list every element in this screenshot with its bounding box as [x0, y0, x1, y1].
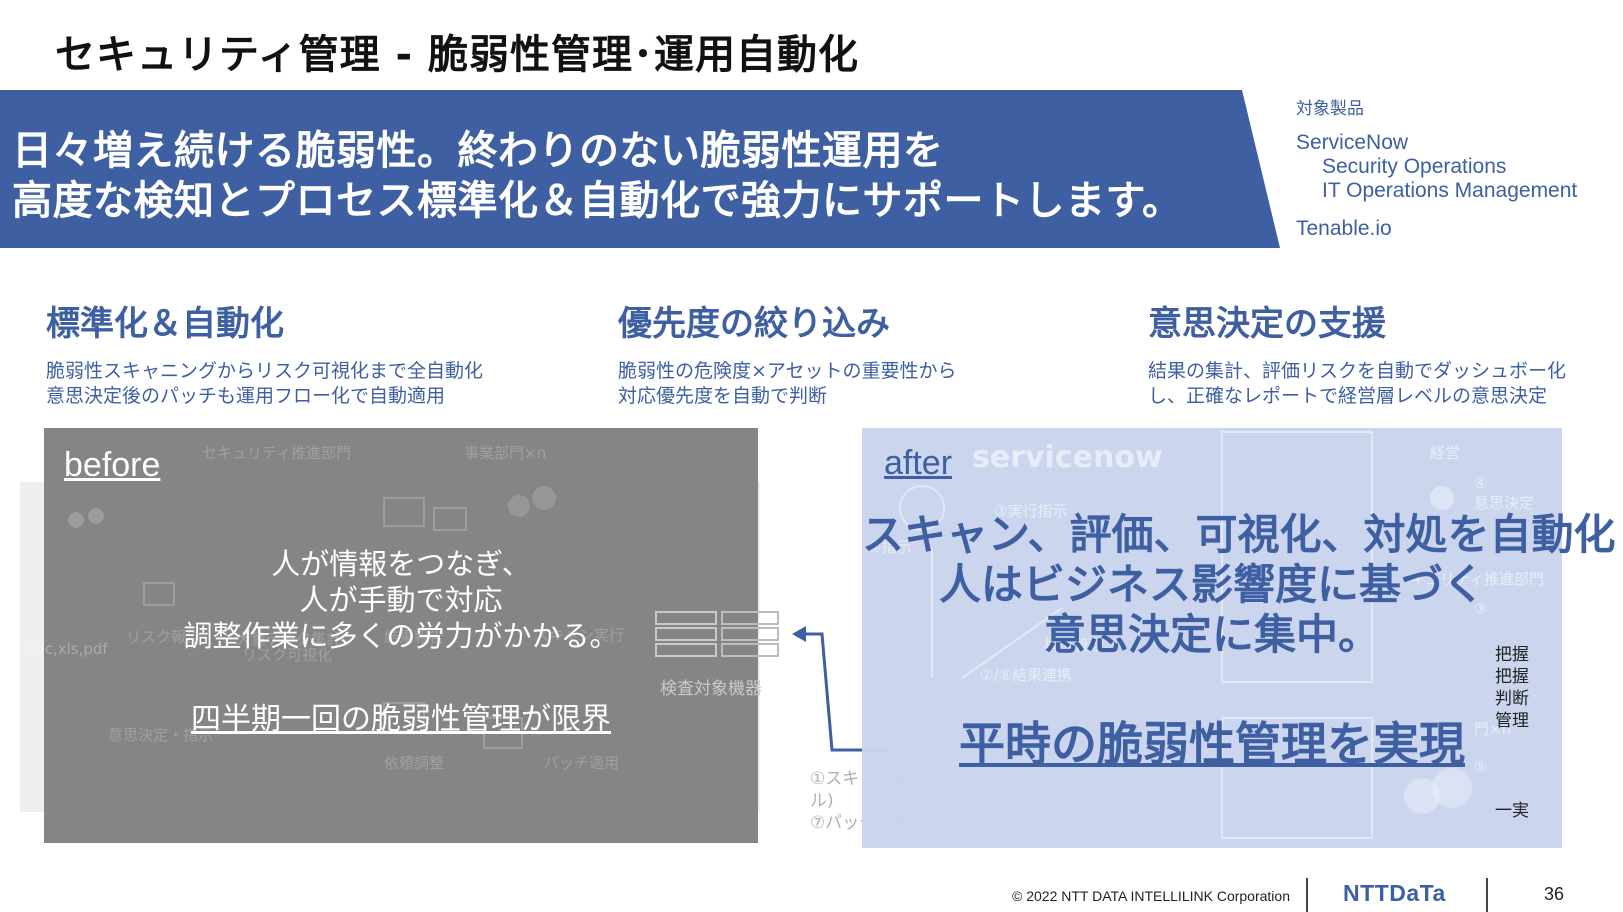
after-panel: servicenow after 経営 ⑥指示 ③実行指示 構成管理 ②/⑧結果… [862, 428, 1616, 848]
ghost-label: 経営 [1430, 444, 1461, 462]
ghost-label: 大量データ集計 [236, 630, 342, 648]
ghost-label: ③実行指示 [994, 502, 1068, 520]
ghost-label: ⑥指示 [868, 538, 912, 556]
product-it-operations: IT Operations Management [1322, 179, 1578, 202]
after-side-label: 把握 [1495, 667, 1529, 687]
before-limit-message: 四半期一回の脆弱性管理が限界 [191, 702, 611, 737]
before-message-line: 人が手動で対応 [299, 583, 503, 617]
ghost-label: 意思決定 [1474, 494, 1535, 512]
after-message-line: 意思決定に集中。 [1043, 610, 1380, 659]
slide-title: セキュリティ管理 - 脆弱性管理･運用自動化 [55, 32, 860, 78]
feature-desc-line: 結果の集計、評価リスクを自動でダッシュボー化 [1148, 360, 1567, 382]
product-servicenow: ServiceNow [1296, 131, 1409, 154]
after-side-label: 把握 [1495, 645, 1529, 665]
ghost-label: 構成管理 [1044, 636, 1105, 654]
headline-banner: 日々増え続ける脆弱性。終わりのない脆弱性運用を 高度な検知とプロセス標準化＆自動… [0, 90, 1280, 248]
after-message-line: 人はビジネス影響度に基づく [938, 560, 1485, 609]
products-label: 対象製品 [1296, 99, 1364, 118]
feature-title: 意思決定の支援 [1148, 304, 1386, 344]
feature-title: 優先度の絞り込み [618, 304, 890, 344]
device-label: 検査対象機器 [660, 679, 762, 699]
product-tenable: Tenable.io [1296, 217, 1392, 240]
ghost-label: ④ [1474, 474, 1488, 492]
after-diagram-icons [899, 431, 1472, 839]
feature-desc-line: 意思決定後のパッチも運用フロー化で自動適用 [46, 385, 446, 407]
servicenow-logo-ghost: servicenow [972, 440, 1163, 475]
after-realize-message: 平時の脆弱性管理を実現 [959, 717, 1465, 771]
copyright: © 2022 NTT DATA INTELLILINK Corporation [1012, 888, 1290, 904]
after-message-line: スキャン、評価、可視化、対処を自動化 [862, 510, 1616, 559]
after-side-label: 管理 [1495, 711, 1529, 731]
ghost-label: リスク可視化 [242, 646, 333, 664]
feature-standardization: 標準化＆自動化 脆弱性スキャニングからリスク可視化まで全自動化 意思決定後のパッ… [46, 296, 483, 409]
ghost-label: セキュリティ推進部門 [202, 444, 352, 462]
step-line: ル) [810, 791, 834, 811]
server-rack-icon [655, 611, 779, 657]
after-side-label: 一実 [1495, 801, 1529, 821]
ghost-label: 結果報告 [384, 628, 445, 646]
footer-divider [1486, 878, 1488, 912]
ntt-data-logo: NTTDaTa [1343, 880, 1446, 906]
ghost-label: リスク報告 [126, 628, 202, 646]
feature-desc-line: し、正確なレポートで経営層レベルの意思決定 [1148, 385, 1548, 407]
before-tag: before [64, 446, 161, 484]
before-message-line: 人が情報をつなぎ、 [271, 547, 531, 581]
feature-desc-line: 対応優先度を自動で判断 [618, 385, 828, 407]
headline-line-1: 日々増え続ける脆弱性。終わりのない脆弱性運用を [12, 128, 944, 174]
feature-desc-line: 脆弱性の危険度×アセットの重要性から [618, 360, 957, 382]
after-message: スキャン、評価、可視化、対処を自動化 人はビジネス影響度に基づく 意思決定に集中… [862, 510, 1616, 660]
connector-arrow [792, 626, 888, 752]
feature-title: 標準化＆自動化 [46, 304, 284, 344]
before-message-line: 調整作業に多くの労力がかかる。 [183, 619, 619, 653]
after-tag: after [884, 444, 953, 482]
page-number: 36 [1544, 884, 1565, 904]
ghost-label: 意思決定・指示 [108, 726, 214, 744]
feature-desc-line: 脆弱性スキャニングからリスク可視化まで全自動化 [46, 360, 484, 382]
ghost-label: ②/⑧結果連携 [980, 666, 1072, 684]
before-diagram-icons [68, 486, 556, 749]
footer-divider [1306, 878, 1308, 912]
ghost-label: 事業部門×n [464, 444, 547, 462]
feature-prioritization: 優先度の絞り込み 脆弱性の危険度×アセットの重要性から 対応優先度を自動で判断 [618, 296, 957, 409]
feature-decision-support: 意思決定の支援 結果の集計、評価リスクを自動でダッシュボー化 し、正確なレポート… [1148, 296, 1566, 409]
ghost-label: 依頼調整 [384, 754, 445, 772]
before-panel: before セキュリティ推進部門 事業部門×n リスク報告 大量データ集計 リ… [26, 428, 758, 843]
ghost-label: ⑤ [1474, 758, 1488, 776]
ghost-label: スキャン実行 [534, 626, 625, 644]
ghost-label: キュリティ推進部門 [1410, 570, 1545, 588]
product-security-operations: Security Operations [1322, 155, 1507, 178]
ghost-label: ③ [1474, 600, 1488, 618]
ghost-label: パッチ適用 [544, 754, 620, 772]
ghost-label: doc,xls,pdf [26, 640, 108, 658]
headline-line-2: 高度な検知とプロセス標準化＆自動化で強力にサポートします。 [12, 178, 1183, 224]
before-message: 人が情報をつなぎ、 人が手動で対応 調整作業に多くの労力がかかる。 [44, 546, 758, 654]
target-products: 対象製品 ServiceNow Security Operations IT O… [1296, 94, 1577, 241]
after-side-label: 判断 [1495, 689, 1529, 709]
ghost-label: 門×n [1474, 720, 1512, 738]
